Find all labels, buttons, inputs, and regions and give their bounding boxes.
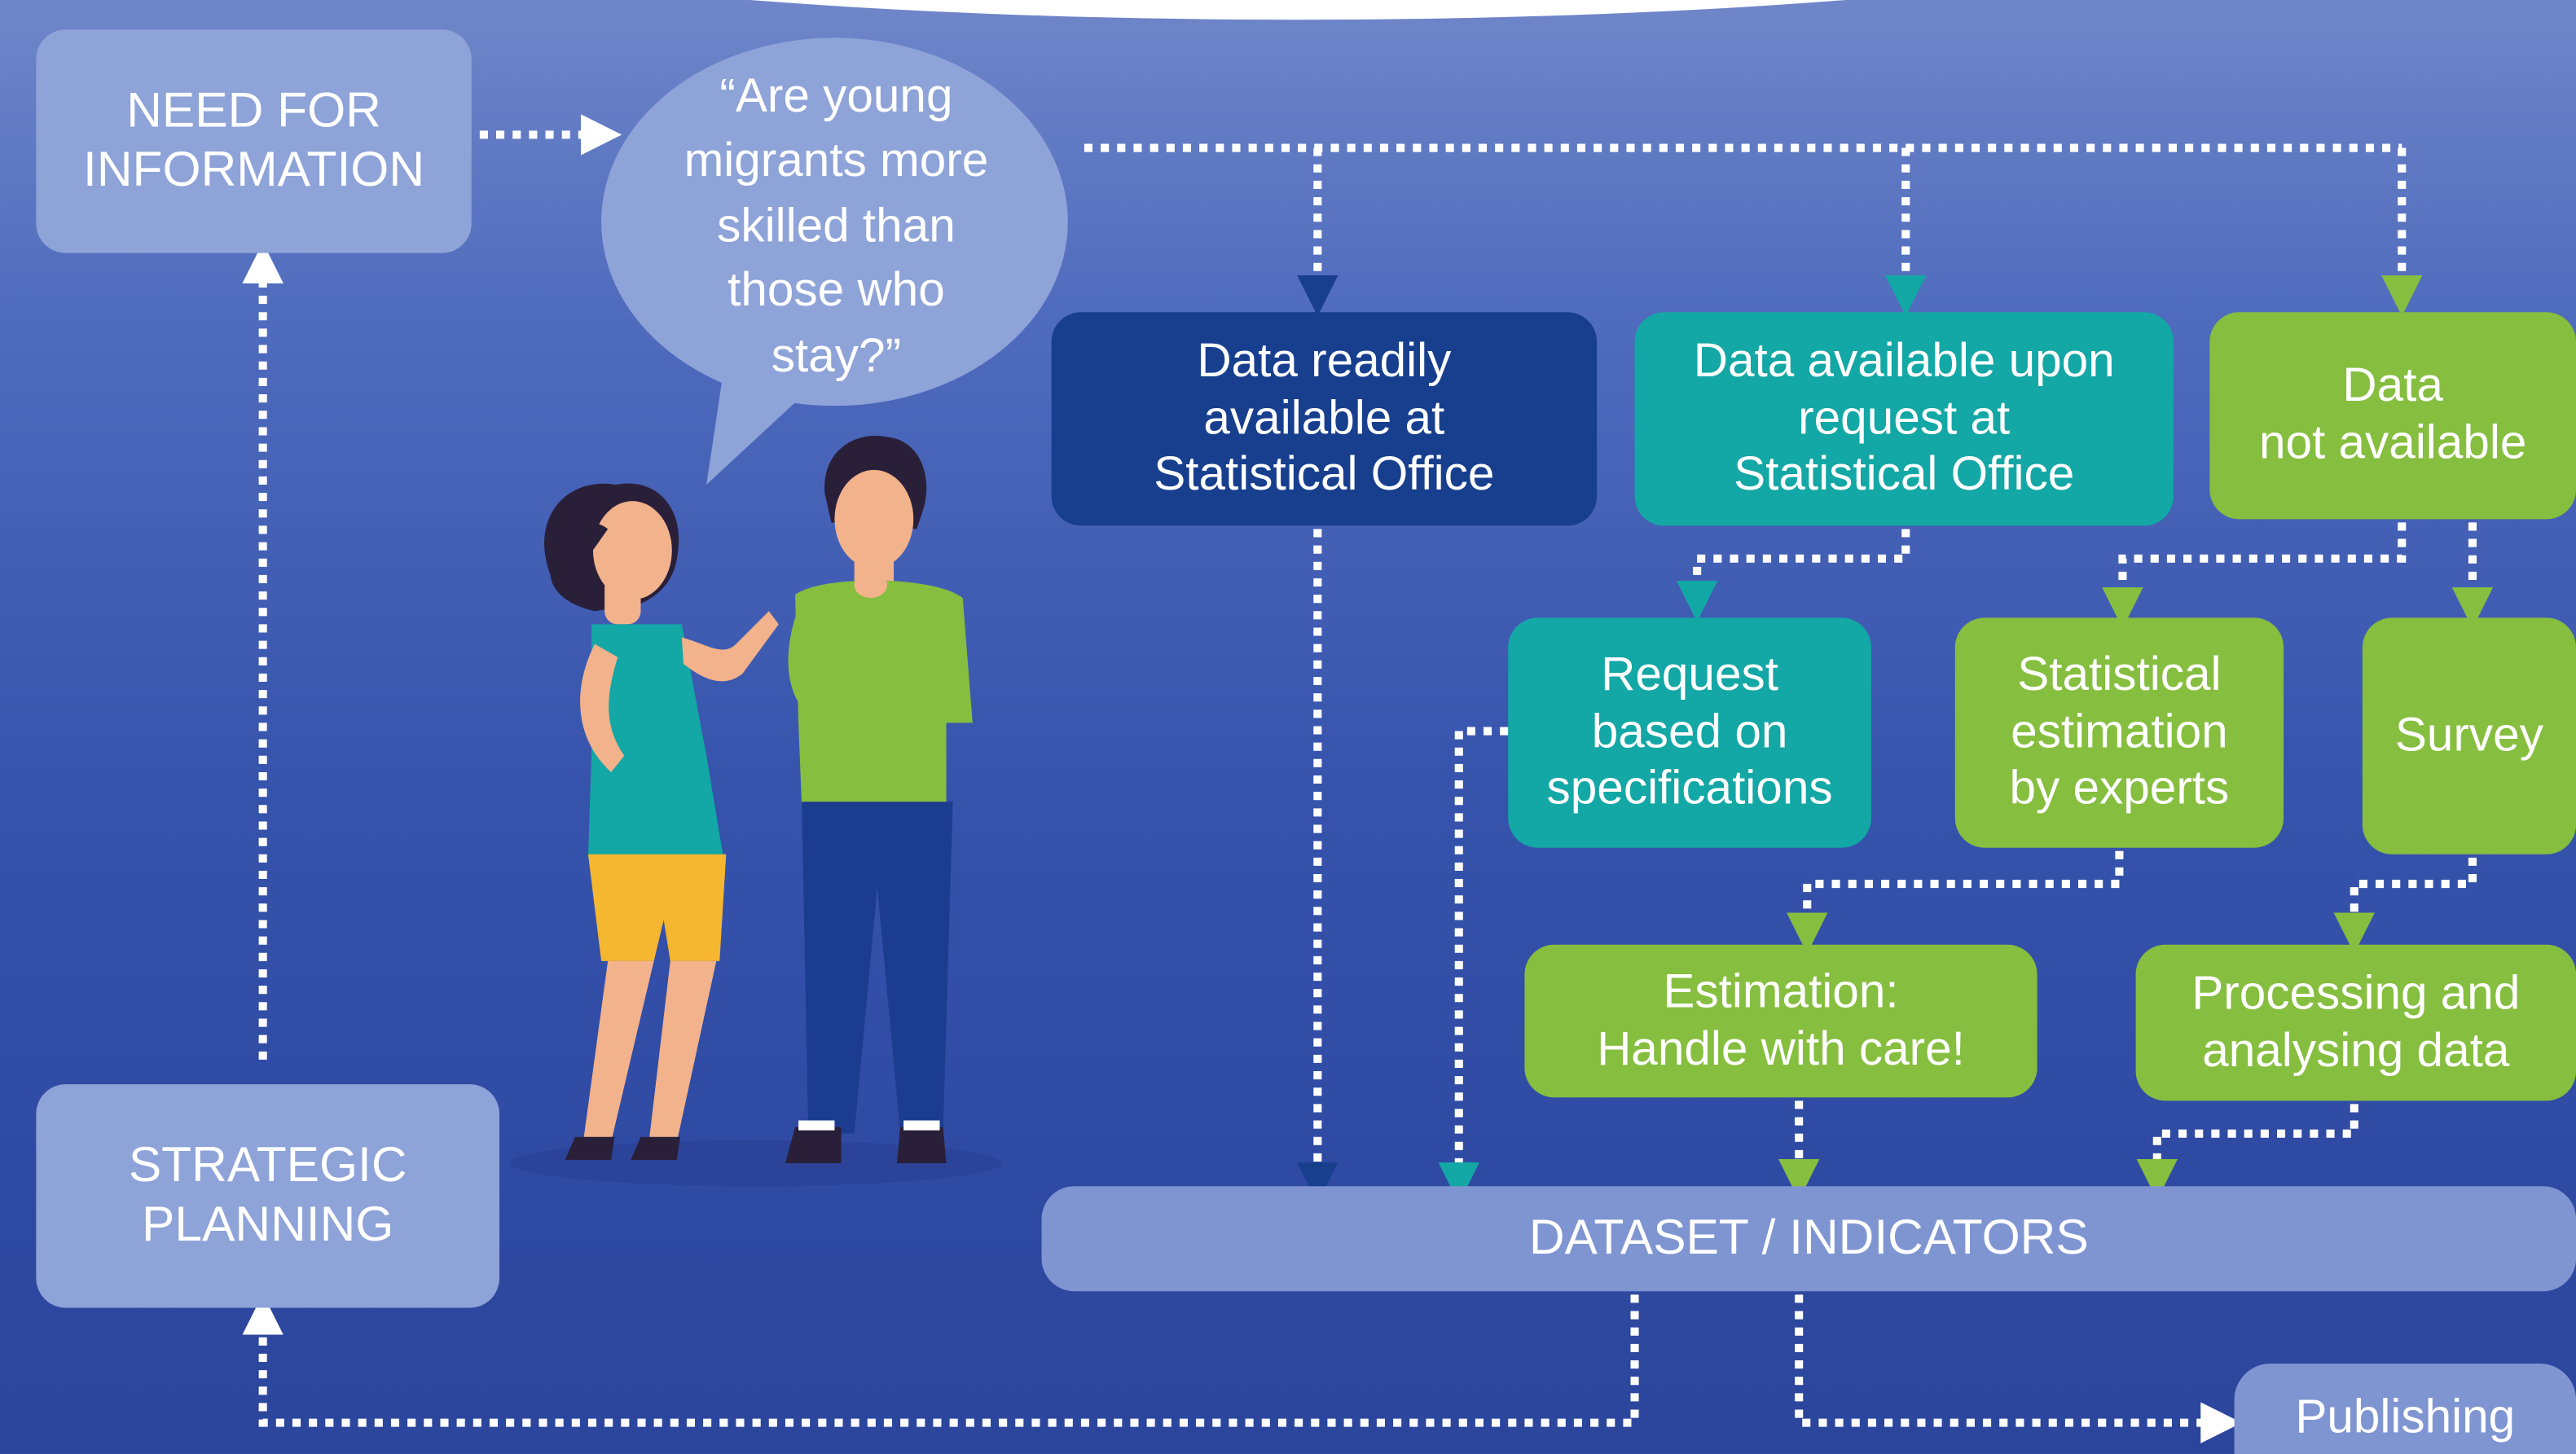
man-figure bbox=[785, 436, 973, 1163]
strategic-planning-box: STRATEGIC PLANNING bbox=[36, 1084, 500, 1308]
data-not-available-box: Data not available bbox=[2209, 312, 2576, 520]
survey-box: Survey bbox=[2362, 617, 2576, 854]
statistical-estimation-box: Statistical estimation by experts bbox=[1954, 617, 2284, 848]
estimation-handle-with-care-box: Estimation: Handle with care! bbox=[1524, 944, 2038, 1098]
publishing-box: Publishing bbox=[2234, 1364, 2576, 1454]
arrow-estimation-to-care bbox=[1787, 850, 2124, 954]
dataset-indicators-box: DATASET / INDICATORS bbox=[1041, 1186, 2576, 1292]
speech-bubble bbox=[601, 37, 1068, 485]
data-upon-request-box: Data available upon request at Statistic… bbox=[1634, 312, 2174, 526]
arrow-processing-to-dataset bbox=[2136, 1104, 2358, 1201]
woman-figure bbox=[544, 483, 779, 1160]
arrow-dataset-to-publishing bbox=[1795, 1294, 2242, 1443]
processing-analysing-box: Processing and analysing data bbox=[2135, 944, 2576, 1101]
arrow-na-to-estimation bbox=[2102, 522, 2407, 629]
need-for-information-box: NEED FOR INFORMATION bbox=[36, 29, 472, 253]
arrow-survey-to-processing bbox=[2333, 857, 2477, 954]
request-specifications-box: Request based on specifications bbox=[1508, 617, 1871, 848]
question-bubble-text: “Are young migrants more skilled than th… bbox=[684, 70, 989, 383]
arrow-request-to-dataset bbox=[1438, 727, 1509, 1204]
people-illustration bbox=[509, 436, 1003, 1187]
arrow-upon-to-request bbox=[1676, 529, 1910, 622]
data-readily-available-box: Data readily available at Statistical Of… bbox=[1051, 312, 1598, 526]
arrow-dataset-to-strategic bbox=[242, 1294, 1639, 1427]
